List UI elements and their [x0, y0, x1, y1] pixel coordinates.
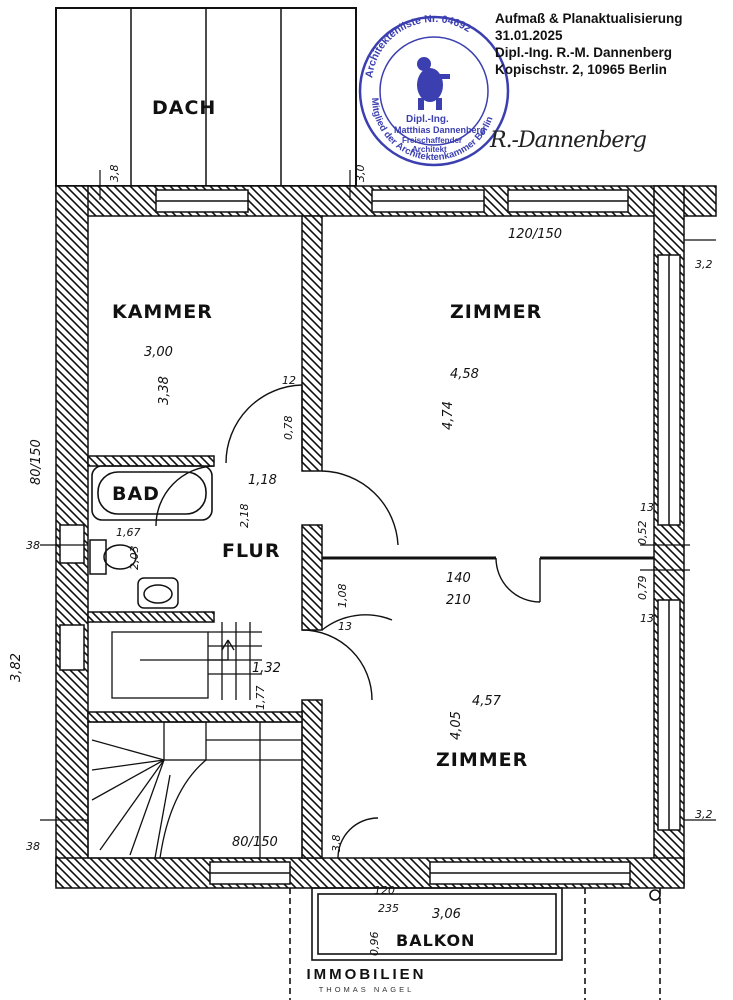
dimension-label: 1,32 [252, 661, 281, 676]
dimension-label: 0,52 [636, 521, 649, 546]
architect-signature: R.-Dannenberg [490, 128, 647, 153]
dimension-label: 12 [282, 374, 296, 387]
dimension-label: 38 [26, 539, 40, 552]
dimension-label: 3,8 [330, 835, 343, 853]
bottom-windows [209, 861, 631, 885]
logo-sub-text: THOMAS NAGEL [318, 985, 415, 994]
dimension-label: 120/150 [508, 227, 562, 242]
dimension-label: 0,78 [282, 416, 295, 441]
room-label-zimmer-top: ZIMMER [450, 301, 542, 323]
outer-walls [55, 185, 717, 889]
dimension-label: 80/150 [29, 439, 44, 485]
dimension-label: 3,00 [144, 345, 173, 360]
svg-text:Architekt: Architekt [412, 145, 447, 154]
dimension-label: 3,0 [354, 165, 367, 183]
dimension-label: 4,05 [449, 711, 464, 740]
dimension-label: 235 [378, 902, 399, 915]
header-line-date: 31.01.2025 [495, 28, 563, 43]
dimension-label: 120 [374, 884, 395, 897]
dimension-label: 0,96 [368, 932, 381, 957]
right-windows [657, 254, 681, 831]
svg-text:Freischaffender: Freischaffender [402, 136, 462, 145]
left-windows [59, 524, 85, 671]
dimension-label: 0,79 [636, 576, 649, 601]
room-label-zimmer-bottom: ZIMMER [436, 749, 528, 771]
architect-stamp: Architektenliste Nr. 04692 Mitglied der … [358, 13, 510, 167]
room-label-balkon: BALKON [396, 931, 475, 950]
dimension-label: 3,8 [108, 165, 121, 183]
dimension-label: 210 [446, 593, 471, 608]
staircase [87, 622, 303, 859]
dimension-label: 3,06 [432, 907, 461, 922]
washbasin [137, 577, 179, 609]
dimension-label: 1,18 [248, 473, 277, 488]
plan-header: Aufmaß & Planaktualisierung 31.01.2025 D… [495, 10, 725, 78]
svg-text:Architektenliste Nr. 04692: Architektenliste Nr. 04692 [363, 13, 473, 79]
logo-main-text: IMMOBILIEN [306, 966, 427, 983]
dimension-label: 80/150 [232, 835, 278, 850]
svg-text:Matthias Dannenberg: Matthias Dannenberg [394, 125, 486, 135]
toilet [89, 539, 137, 575]
dimension-label: 3,2 [695, 808, 713, 821]
svg-text:Dipl.-Ing.: Dipl.-Ing. [406, 114, 449, 125]
top-windows [155, 189, 629, 213]
dimension-label: 1,77 [254, 686, 267, 711]
bear-icon [417, 57, 450, 110]
dimension-label: 2,03 [128, 546, 141, 571]
dimension-label: 3,2 [695, 258, 713, 271]
room-label-dach: DACH [152, 97, 216, 119]
dimension-label: 1,08 [336, 584, 349, 609]
dimension-label: 3,38 [157, 376, 172, 405]
dimension-label: 4,58 [450, 367, 479, 382]
balcony [289, 887, 661, 1000]
header-line-title: Aufmaß & Planaktualisierung [495, 11, 683, 26]
dimension-label: 140 [446, 571, 471, 586]
header-line-address: Kopischstr. 2, 10965 Berlin [495, 62, 667, 77]
header-line-architect: Dipl.-Ing. R.-M. Dannenberg [495, 45, 672, 60]
dimension-label: 1,67 [116, 526, 141, 539]
bathtub [91, 465, 213, 521]
room-label-kammer: KAMMER [112, 301, 213, 323]
dimension-label: 13 [338, 620, 352, 633]
dimension-lines [40, 170, 716, 821]
room-label-flur: FLUR [222, 540, 280, 562]
dimension-label: 4,57 [472, 694, 502, 709]
dimension-label: 38 [26, 840, 40, 853]
dimension-label: 13 [640, 501, 654, 514]
dimension-label: 3,82 [9, 653, 24, 682]
dimension-label: 4,74 [441, 401, 456, 430]
interior-walls [87, 215, 323, 859]
dimension-label: 13 [640, 612, 654, 625]
dimension-label: 2,18 [238, 504, 251, 529]
room-label-bad: BAD [112, 483, 160, 505]
company-logo: IMMOBILIEN THOMAS NAGEL [0, 966, 733, 994]
